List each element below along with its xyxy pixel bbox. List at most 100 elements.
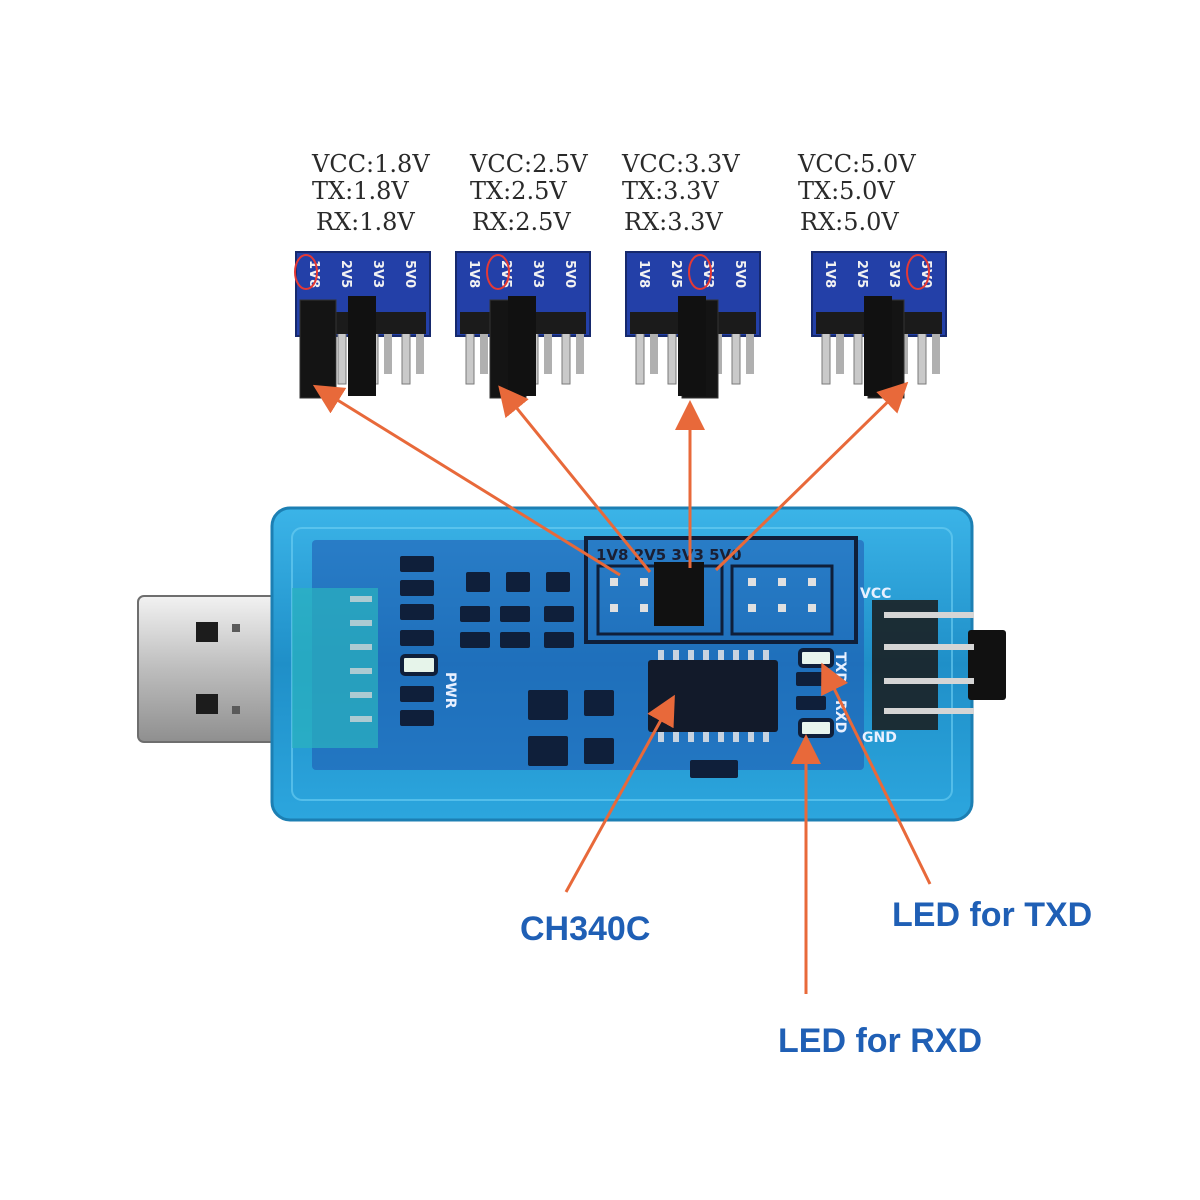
selected-pin-circle <box>906 254 930 290</box>
header-pin <box>384 318 392 374</box>
header-pin <box>544 318 552 374</box>
jumper-cap-center <box>508 296 536 396</box>
pwr-silkscreen: PWR <box>442 672 458 709</box>
arrow-5v0 <box>714 381 909 572</box>
chip-pin <box>658 732 664 742</box>
callout-led-txd: LED for TXD <box>892 896 1092 934</box>
header-pin <box>746 318 754 374</box>
board-header-pin <box>808 578 816 586</box>
board-header-pin <box>640 604 648 612</box>
board-header-pin <box>748 578 756 586</box>
board-header-pin <box>778 578 786 586</box>
chip-pin <box>733 732 739 742</box>
vcc-label: VCC:5.0V <box>797 150 916 178</box>
smd-components <box>400 556 826 778</box>
jumper-cap-center <box>678 296 706 396</box>
usb-adapter: PWR 1V8 2V5 3V3 5V0 TXD RXD VC <box>137 506 1006 822</box>
pin-label: 3V3 <box>530 260 545 288</box>
tx-label: TX:2.5V <box>470 177 567 205</box>
rxd-led <box>798 718 834 738</box>
board-header-pin <box>640 578 648 586</box>
jumper-setting-2v5: VCC:2.5V TX:2.5V RX:2.5V <box>469 150 588 236</box>
pin-label: 1V8 <box>822 260 837 288</box>
jumper-setting-5v0: VCC:5.0V TX:5.0V RX:5.0V <box>797 150 916 236</box>
jumper-setting-3v3: VCC:3.3V TX:3.3V RX:3.3V <box>621 150 740 236</box>
gnd-silkscreen: GND <box>862 730 897 746</box>
pin-label: 2V5 <box>668 260 683 288</box>
board-header-pin <box>808 604 816 612</box>
pin-label: 5V0 <box>732 260 747 288</box>
header-pin <box>576 318 584 374</box>
arrow-1v8 <box>312 384 621 577</box>
vcc-label: VCC:3.3V <box>621 150 740 178</box>
callout-led-rxd: LED for RXD <box>778 1022 982 1060</box>
board-header-pin <box>748 604 756 612</box>
board-header-pin <box>610 578 618 586</box>
vcc-silkscreen: VCC <box>860 586 891 602</box>
header-pin <box>932 318 940 374</box>
rx-label: RX:5.0V <box>800 208 899 236</box>
jumper-setting-1v8: VCC:1.8V TX:1.8V RX:1.8V <box>311 150 430 236</box>
selected-pin-circle <box>294 254 318 290</box>
chip-pin <box>673 732 679 742</box>
callout-ch340c: CH340C <box>520 910 650 948</box>
board-header-pin <box>778 604 786 612</box>
rx-label: RX:2.5V <box>472 208 571 236</box>
pin-label: 3V3 <box>370 260 385 288</box>
pin-label: 3V3 <box>886 260 901 288</box>
pin-label: 1V8 <box>636 260 651 288</box>
usb-a-plug <box>137 595 289 743</box>
selected-pin-circle <box>486 254 510 290</box>
board-jumper-area <box>584 536 858 644</box>
tx-label: TX:5.0V <box>798 177 895 205</box>
vcc-label: VCC:2.5V <box>469 150 588 178</box>
board-header-pin <box>610 604 618 612</box>
output-header: VCC GND <box>860 586 1006 746</box>
chip-pin <box>718 732 724 742</box>
chip-pin <box>658 650 664 660</box>
jumper-cap-center <box>864 296 892 396</box>
arrow-2v5 <box>498 385 652 573</box>
jumper-cap <box>299 299 337 399</box>
header-pin <box>480 318 488 374</box>
jumper-row-silkscreen: 1V8 2V5 3V3 5V0 <box>596 546 742 564</box>
chip-pin <box>703 732 709 742</box>
board-jumper-cap <box>654 562 704 626</box>
ch340c-chip <box>648 650 778 742</box>
chip-pin <box>718 650 724 660</box>
pwr-led <box>400 654 438 676</box>
chip-pin <box>673 650 679 660</box>
chip-pin <box>763 732 769 742</box>
header-pin <box>416 318 424 374</box>
chip-pin <box>688 650 694 660</box>
chip-pin <box>688 732 694 742</box>
txd-led <box>798 648 834 668</box>
tx-label: TX:3.3V <box>622 177 719 205</box>
chip-pin <box>748 650 754 660</box>
pin-label: 2V5 <box>854 260 869 288</box>
pin-label: 5V0 <box>402 260 417 288</box>
vcc-label: VCC:1.8V <box>311 150 430 178</box>
header-pin <box>836 318 844 374</box>
pin-label: 5V0 <box>562 260 577 288</box>
chip-pin <box>703 650 709 660</box>
tx-label: TX:1.8V <box>312 177 409 205</box>
header-pin <box>650 318 658 374</box>
arrows <box>312 381 932 994</box>
chip-pin <box>763 650 769 660</box>
rx-label: RX:1.8V <box>316 208 415 236</box>
chip-pin <box>733 650 739 660</box>
arrow-ch340c <box>564 694 675 893</box>
pin-label: 1V8 <box>466 260 481 288</box>
chip-pin <box>748 732 754 742</box>
pin-label: 2V5 <box>338 260 353 288</box>
rx-label: RX:3.3V <box>624 208 723 236</box>
arrow-txd-led <box>821 662 932 885</box>
jumper-cap-center <box>348 296 376 396</box>
